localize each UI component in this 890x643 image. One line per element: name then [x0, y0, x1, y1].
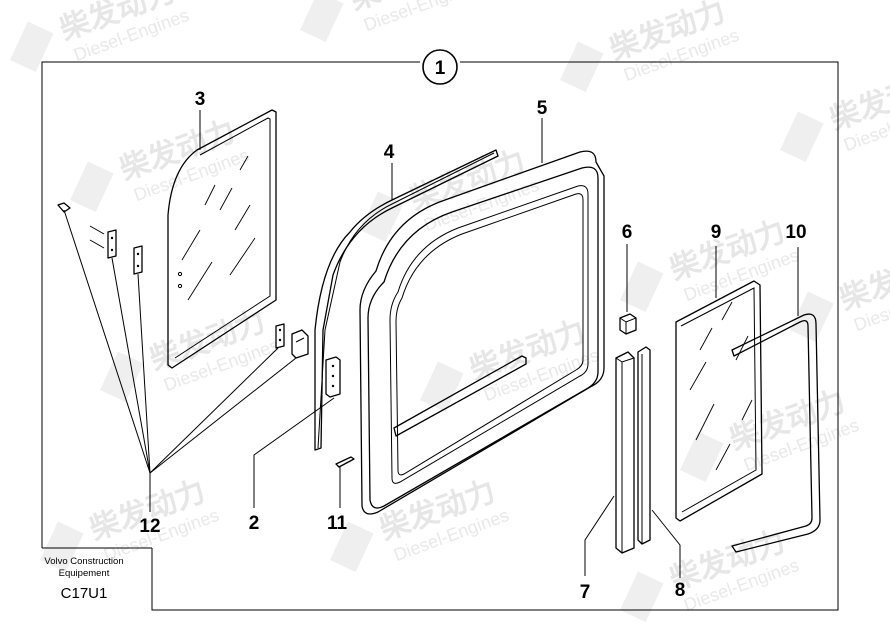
watermark-logo-icon [620, 261, 664, 312]
callout-12: 12 [139, 516, 160, 537]
watermark-logo-icon [70, 161, 114, 212]
watermark-logo-icon [100, 351, 144, 402]
part-7-channel [584, 351, 635, 576]
callout-2: 2 [249, 513, 260, 534]
diagram-frame [41, 61, 839, 611]
watermark-logo-icon [300, 0, 344, 42]
callout-labels: 3 4 5 6 9 10 12 2 11 7 8 [139, 89, 806, 603]
watermark-logo-icon [10, 21, 54, 72]
part-8-strip [637, 346, 681, 578]
part-5-door-frame [359, 118, 605, 515]
callout-3: 3 [195, 89, 206, 110]
part-2-hinge-plate [253, 356, 341, 508]
watermark-logo-icon [560, 41, 604, 92]
watermark-logo-icon [790, 291, 834, 342]
part-9-sliding-glass [675, 246, 763, 522]
callout-8: 8 [675, 580, 686, 601]
callout-7: 7 [580, 582, 591, 603]
watermark-logo-icon [420, 361, 464, 412]
stamp-code: C17U1 [61, 585, 108, 602]
part-6-block [619, 244, 637, 335]
watermark-logo-icon [780, 111, 824, 162]
watermark-logo-icon [330, 521, 374, 572]
watermark-logo-icon [620, 571, 664, 622]
part-11-strip [335, 456, 355, 508]
part-10-u-channel [731, 247, 821, 553]
callout-6: 6 [622, 222, 633, 243]
watermark-logo-icon [680, 431, 724, 482]
assembly-number: 1 [435, 58, 446, 79]
part-12-clips [57, 202, 309, 512]
stamp-line-1: Volvo Construction [44, 556, 123, 567]
assembly-number-circle: 1 [422, 49, 458, 85]
volvo-stamp: Volvo Construction Equipement C17U1 [44, 556, 123, 602]
callout-4: 4 [384, 142, 395, 163]
watermark-logo-icon [40, 521, 84, 572]
stamp-line-2: Equipement [59, 568, 110, 579]
callout-5: 5 [537, 98, 548, 119]
part-4-seal-strip [314, 149, 499, 451]
part-3-fixed-glass [167, 109, 277, 369]
callout-10: 10 [785, 222, 806, 243]
callout-9: 9 [711, 222, 722, 243]
callout-11: 11 [327, 513, 348, 534]
